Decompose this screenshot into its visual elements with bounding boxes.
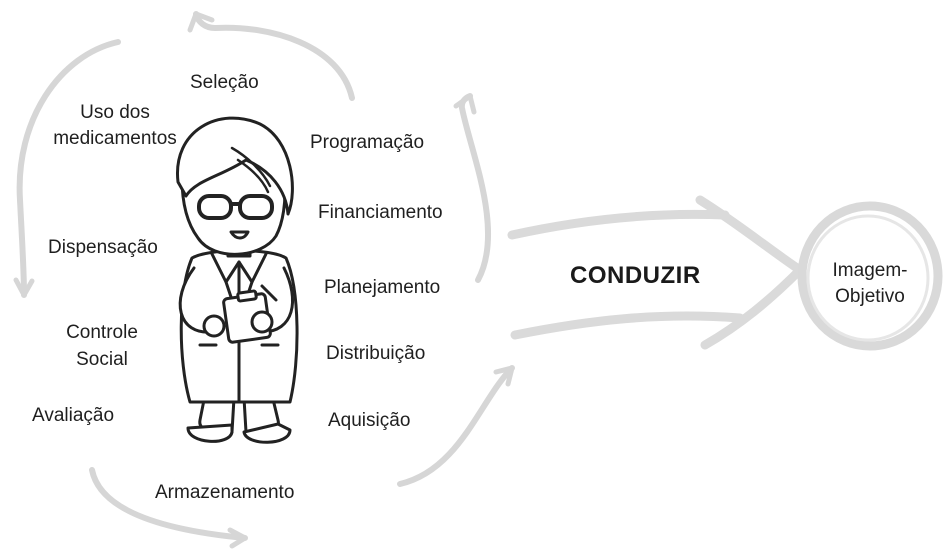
- step-uso-line2: medicamentos: [53, 128, 177, 149]
- step-avaliacao: Avaliação: [32, 405, 115, 426]
- step-armazenamento: Armazenamento: [155, 482, 295, 503]
- cycle-arrow-bottom-right: [397, 365, 515, 487]
- step-dispensacao: Dispensação: [48, 237, 158, 258]
- goal-line2: Objetivo: [835, 286, 905, 307]
- cycle-arrow-left: [16, 39, 121, 298]
- goal-circle-outer: [797, 201, 943, 351]
- cycle-arrows: [13, 11, 515, 549]
- conduct-arrow-lower-shaft: [510, 311, 745, 340]
- conduct-arrow: [507, 195, 805, 350]
- step-programacao: Programação: [310, 132, 425, 153]
- goal-circle-inner: [806, 214, 930, 342]
- action-conduzir: CONDUZIR: [570, 262, 701, 289]
- cycle-arrowhead-top: [187, 11, 215, 33]
- step-controle-line1: Controle: [66, 322, 138, 343]
- cycle-arrowhead-bottom-right: [493, 365, 515, 387]
- cycle-arrow-top: [193, 11, 355, 101]
- cycle-arrow-bottom: [89, 467, 248, 541]
- goal-circle: [797, 201, 943, 351]
- step-uso-line1: Uso dos: [80, 102, 150, 123]
- conduct-arrowhead-lower: [700, 265, 805, 350]
- cycle-arrowhead-bottom: [227, 527, 248, 549]
- step-planejamento: Planejamento: [324, 277, 441, 298]
- cycle-arrowhead-right: [453, 93, 477, 115]
- step-financiamento: Financiamento: [318, 202, 443, 223]
- step-selecao: Seleção: [190, 72, 259, 93]
- step-aquisicao: Aquisição: [328, 410, 411, 431]
- pharmacist-icon: [176, 116, 299, 444]
- goal-line1: Imagem-: [832, 260, 908, 281]
- step-distribuicao: Distribuição: [326, 343, 426, 364]
- conduct-arrow-upper-shaft: [507, 209, 730, 240]
- cycle-arrow-right: [458, 93, 492, 283]
- conduct-arrowhead-upper: [695, 195, 805, 275]
- cycle-arrowhead-left: [13, 277, 35, 298]
- step-controle-line2: Social: [76, 349, 128, 370]
